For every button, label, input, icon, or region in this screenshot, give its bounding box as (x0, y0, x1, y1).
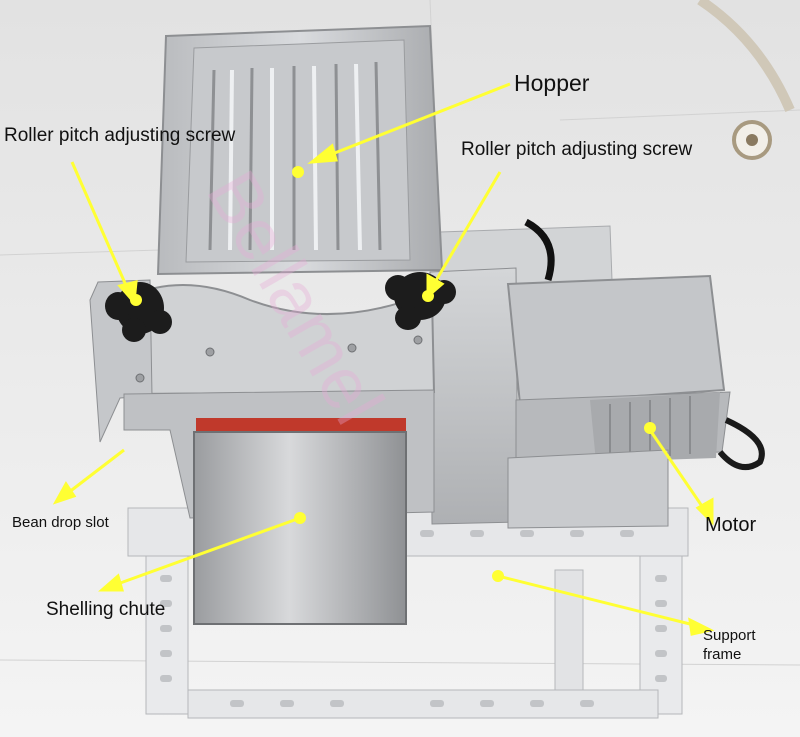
callout-arrows (52, 82, 715, 636)
motor-cover (506, 274, 726, 406)
support-frame-label-line2: frame (703, 646, 742, 663)
support-frame-label-line1: Support (703, 627, 756, 644)
motor-label: Motor (705, 514, 757, 536)
bean-drop-slot-label: Bean drop slot (12, 514, 109, 531)
callout-dots (130, 166, 656, 582)
shelling-chute (193, 418, 407, 625)
power-cable (524, 218, 555, 282)
shelling-chute-label: Shelling chute (46, 599, 166, 620)
background-wheel (697, 0, 795, 160)
roller-pitch-screw-left-label: Roller pitch adjusting screw (4, 125, 236, 146)
motor-cable (717, 417, 765, 471)
roller-pitch-screw-right-label: Roller pitch adjusting screw (461, 139, 693, 160)
hopper (156, 24, 444, 276)
hopper-label: Hopper (514, 70, 590, 96)
support-frame-label: Support frame (703, 626, 756, 664)
